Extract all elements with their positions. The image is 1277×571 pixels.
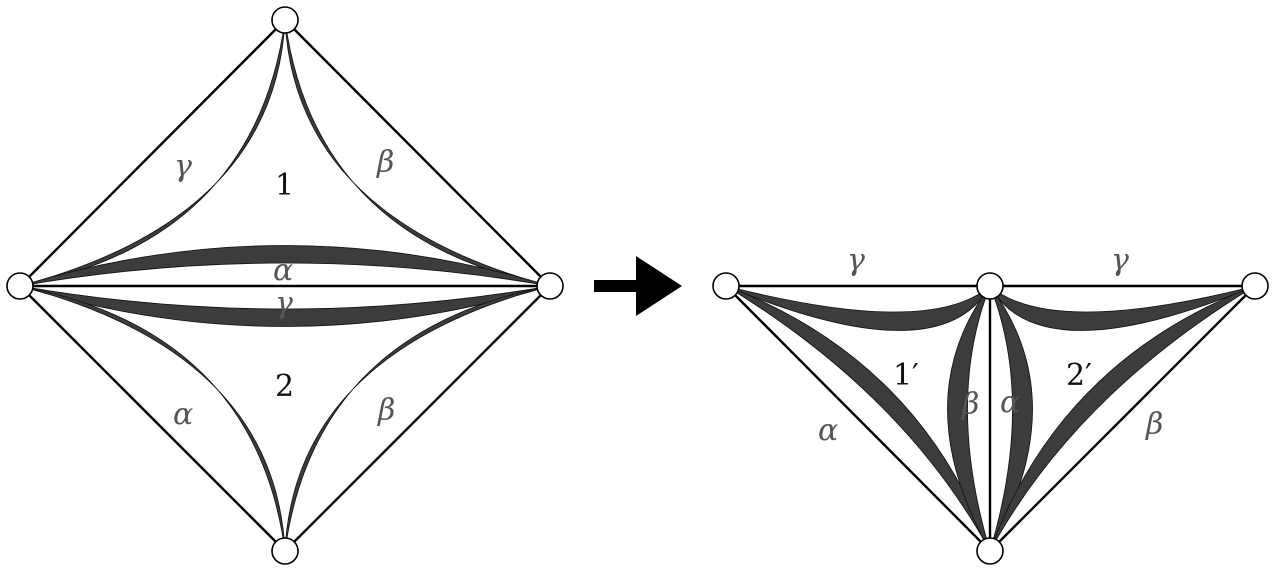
- right-label-top-right-edge: γ: [1111, 243, 1129, 278]
- left-vertex-left: [6, 272, 34, 300]
- left-vertex-top: [271, 6, 299, 34]
- arrow-head: [636, 256, 682, 316]
- left-edge-bottom-left: [19, 285, 286, 552]
- left-label-top-left-edge: γ: [174, 149, 192, 184]
- right-vertex-right: [1241, 272, 1269, 300]
- left-label-region-2: 2: [275, 369, 294, 404]
- left-label-bottom-right-edge: β: [377, 393, 395, 428]
- left-label-bottom-left-edge: α: [173, 397, 193, 432]
- right-edge-right-diagonal: [989, 285, 1256, 552]
- right-label-top-left-edge: γ: [847, 243, 865, 278]
- left-edge-top-left: [19, 19, 286, 287]
- right-vertex-left: [712, 272, 740, 300]
- left-vertex-right: [536, 272, 564, 300]
- right-figure: γ γ 1′ 2′ β α α β: [712, 243, 1269, 565]
- left-label-lower-middle-edge: γ: [275, 286, 293, 321]
- right-label-center-left-edge: β: [961, 387, 979, 422]
- left-edge-top-right: [284, 19, 551, 287]
- right-label-bottom-right-edge: β: [1145, 407, 1163, 442]
- right-label-center-right-edge: α: [1000, 385, 1020, 420]
- right-label-bottom-left-edge: α: [818, 413, 838, 448]
- right-label-region-2-prime: 2′: [1066, 358, 1092, 393]
- transition-arrow: [594, 256, 682, 316]
- right-edge-left-diagonal: [725, 285, 991, 552]
- left-label-region-1: 1: [275, 168, 294, 203]
- left-label-top-right-edge: β: [376, 145, 394, 180]
- left-figure: γ β 1 α γ 2 α β: [6, 6, 564, 565]
- arrow-shaft: [594, 280, 640, 292]
- left-vertex-bottom: [271, 537, 299, 565]
- right-label-region-1-prime: 1′: [893, 358, 919, 393]
- right-vertex-top-center: [976, 272, 1004, 300]
- left-edge-bottom-right: [284, 285, 551, 552]
- right-vertex-bottom: [976, 537, 1004, 565]
- left-label-upper-middle-edge: α: [273, 253, 293, 288]
